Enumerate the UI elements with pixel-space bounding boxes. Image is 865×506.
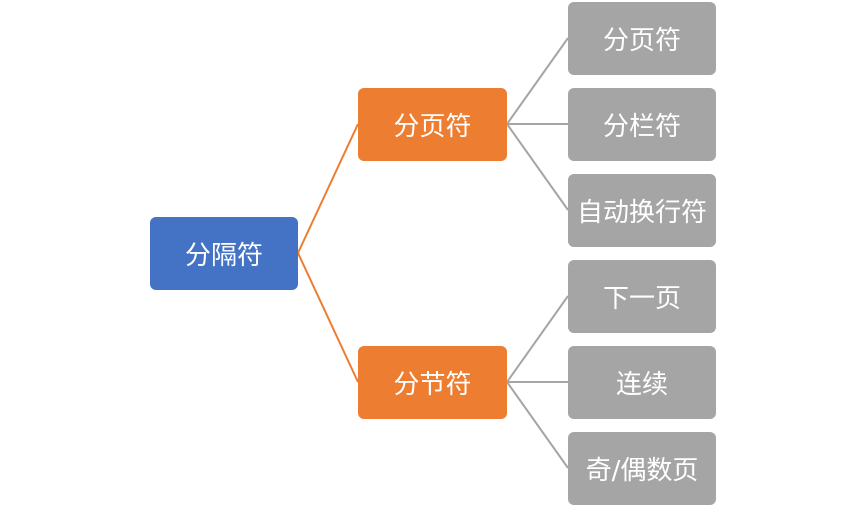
- leaf-node-column-break: 分栏符: [568, 88, 716, 161]
- leaf-node-continuous: 连续: [568, 346, 716, 419]
- branch-node-page-break: 分页符: [358, 88, 507, 161]
- leaf-node-page-break: 分页符: [568, 2, 716, 75]
- branch-node-section-break: 分节符: [358, 346, 507, 419]
- connector-branch-2-to-leaf-3: [506, 381, 569, 469]
- leaf-node-text-wrapping-break: 自动换行符: [568, 174, 716, 247]
- connector-branch-1-to-leaf-1: [506, 37, 569, 125]
- connector-branch-1-to-leaf-3: [506, 123, 569, 211]
- root-node: 分隔符: [150, 217, 298, 290]
- leaf-node-odd-even-page: 奇/偶数页: [568, 432, 716, 505]
- leaf-node-next-page: 下一页: [568, 260, 716, 333]
- connector-root-to-branch-2: [297, 252, 359, 383]
- connector-root-to-branch-1: [297, 123, 359, 254]
- connector-branch-2-to-leaf-1: [506, 295, 569, 383]
